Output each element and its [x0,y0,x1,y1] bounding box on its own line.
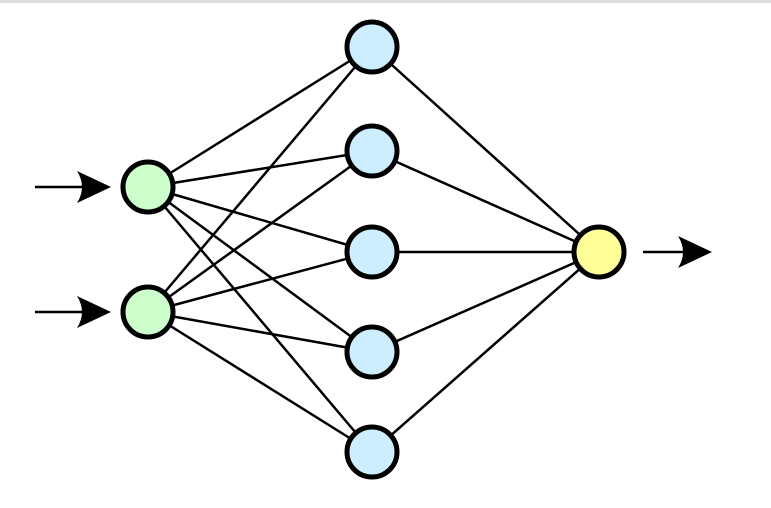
edge-input1-hidden3 [147,185,373,254]
hidden-node-3 [344,224,400,280]
edge-input1-hidden2 [147,149,373,189]
edge-input2-hidden2 [147,149,373,314]
output-node-1 [571,224,627,280]
hidden-node-5 [344,424,400,480]
hidden-node-1 [344,19,400,75]
edge-input2-hidden4 [147,310,373,354]
input-node-2 [120,284,176,340]
top-border [0,0,771,3]
edge-input2-hidden5 [147,310,373,454]
edge-hidden2-output1 [371,149,600,254]
edge-hidden5-output1 [371,251,600,453]
edge-hidden1-output1 [371,46,600,253]
edge-input2-hidden1 [147,46,373,313]
edge-input1-hidden1 [147,45,373,189]
edge-input1-hidden4 [147,185,373,354]
edge-input1-hidden5 [147,186,373,453]
output-arrow-head [678,236,712,268]
input-node-1 [120,159,176,215]
edge-hidden4-output1 [371,250,600,354]
hidden-node-2 [344,123,400,179]
edge-input2-hidden3 [147,250,373,314]
hidden-node-4 [344,324,400,380]
input-arrow-1-head [77,171,111,203]
input-arrow-2-head [77,296,111,328]
